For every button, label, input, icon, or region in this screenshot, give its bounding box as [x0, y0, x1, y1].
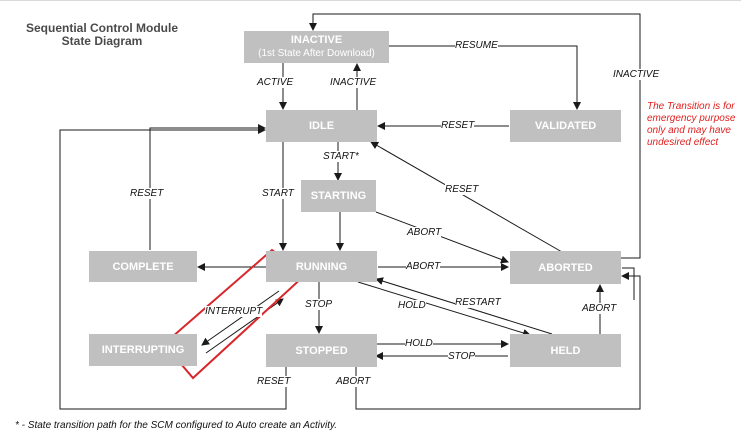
state-running[interactable]: RUNNING: [266, 251, 377, 282]
state-inactive[interactable]: INACTIVE (1st State After Download): [244, 31, 389, 63]
label-stop-held: STOP: [448, 351, 476, 362]
state-aborted-label: ABORTED: [538, 261, 593, 274]
label-inactive-up: INACTIVE: [330, 77, 377, 88]
state-running-label: RUNNING: [295, 260, 348, 273]
label-active: ACTIVE: [257, 77, 294, 88]
label-reset-stopped: RESET: [257, 376, 291, 387]
label-abort-held: ABORT: [582, 303, 617, 314]
label-restart: RESTART: [455, 297, 501, 308]
state-inactive-label: INACTIVE: [290, 34, 343, 46]
state-starting-label: STARTING: [310, 190, 367, 202]
label-reset-validated: RESET: [441, 120, 475, 131]
label-inactive-right: INACTIVE: [613, 69, 660, 80]
edge-aborted-loop: [622, 267, 635, 300]
state-starting[interactable]: STARTING: [301, 180, 376, 212]
emergency-note: The Transition is for emergency purpose …: [647, 101, 736, 148]
label-hold-running: HOLD: [398, 300, 426, 311]
edge-reset-aborted: [370, 141, 563, 253]
state-interrupting[interactable]: INTERRUPTING: [89, 334, 197, 366]
label-reset-aborted: RESET: [445, 184, 479, 195]
label-hold-stopped: HOLD: [405, 338, 433, 349]
state-held[interactable]: HELD: [510, 334, 621, 367]
edge-reset-stopped: [59, 126, 287, 410]
label-abort-running: ABORT: [406, 261, 441, 272]
frame-top-border: [0, 0, 741, 1]
edge-resume: [389, 45, 581, 110]
title-line-2: State Diagram: [61, 34, 143, 48]
label-start: START: [262, 188, 294, 199]
state-aborted[interactable]: ABORTED: [510, 251, 621, 284]
edge-aborted-inactive: [309, 13, 641, 259]
state-complete[interactable]: COMPLETE: [89, 251, 197, 282]
title-line-1: Sequential Control Module: [26, 21, 178, 35]
state-validated[interactable]: VALIDATED: [510, 110, 621, 142]
footnote: * - State transition path for the SCM co…: [15, 420, 338, 431]
label-abort-stopped: ABORT: [336, 376, 371, 387]
label-abort-starting: ABORT: [407, 227, 442, 238]
label-interrupt: INTERRUPT: [205, 306, 263, 317]
edge-abort-starting: [375, 211, 509, 264]
state-interrupting-label: INTERRUPTING: [101, 344, 185, 356]
diagram-title: Sequential Control Module State Diagram: [12, 22, 192, 48]
state-held-label: HELD: [550, 344, 581, 357]
label-start-star: START*: [323, 151, 359, 162]
state-idle[interactable]: IDLE: [266, 110, 377, 142]
label-reset-complete: RESET: [130, 188, 164, 199]
label-stop: STOP: [305, 299, 333, 310]
state-idle-label: IDLE: [308, 120, 335, 132]
state-inactive-sublabel: (1st State After Download): [258, 48, 375, 59]
state-validated-label: VALIDATED: [534, 120, 597, 132]
edge-reset-complete: [149, 124, 266, 250]
label-resume: RESUME: [455, 40, 498, 51]
state-stopped-label: STOPPED: [295, 344, 348, 357]
state-complete-label: COMPLETE: [112, 260, 174, 273]
edge-hold-running: [357, 281, 531, 337]
state-stopped[interactable]: STOPPED: [266, 334, 377, 367]
edge-interrupt-to-interrupting: [201, 290, 280, 346]
